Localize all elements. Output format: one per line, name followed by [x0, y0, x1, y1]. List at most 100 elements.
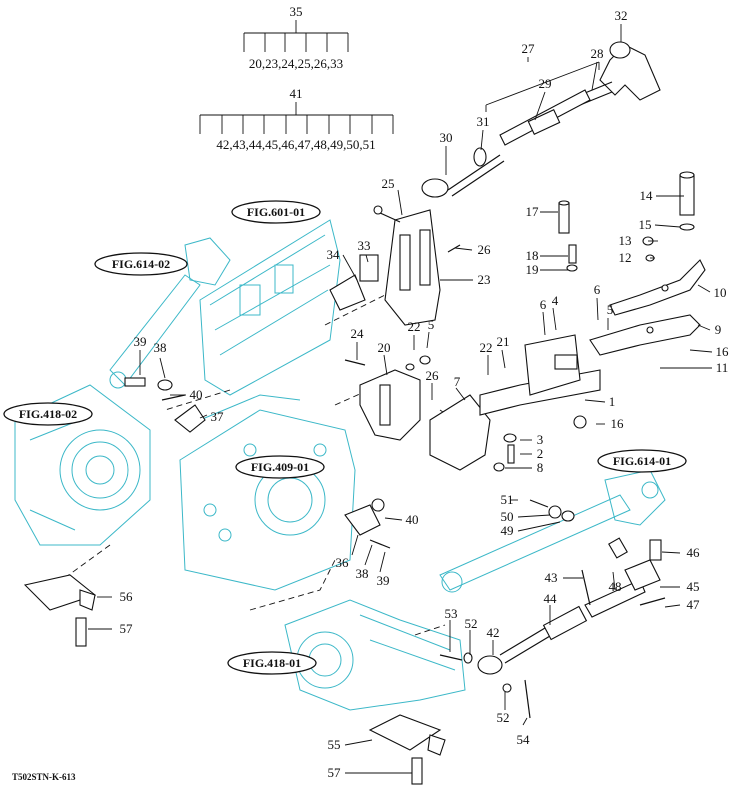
- callout-46[interactable]: 46: [687, 545, 701, 560]
- callout-37[interactable]: 37: [211, 409, 225, 424]
- callout-45[interactable]: 45: [687, 579, 700, 594]
- callout-24[interactable]: 24: [351, 326, 365, 341]
- callout-56[interactable]: 56: [120, 589, 134, 604]
- callout-52b[interactable]: 52: [497, 710, 510, 725]
- callout-47[interactable]: 47: [687, 597, 701, 612]
- callout-4[interactable]: 4: [552, 293, 559, 308]
- ref-fig-418-02[interactable]: FIG.418-02: [3, 402, 93, 426]
- callout-14[interactable]: 14: [640, 188, 654, 203]
- ref-fig-614-02[interactable]: FIG.614-02: [94, 252, 188, 276]
- lift-arm-37: [124, 377, 206, 433]
- callout-36[interactable]: 36: [336, 555, 350, 570]
- svg-text:FIG.614-02: FIG.614-02: [112, 257, 170, 271]
- callout-39a[interactable]: 39: [134, 334, 147, 349]
- ref-fig-614-01[interactable]: FIG.614-01: [597, 449, 687, 473]
- callout-31[interactable]: 31: [477, 114, 490, 129]
- callout-26a[interactable]: 26: [478, 242, 492, 257]
- callout-57b[interactable]: 57: [328, 765, 342, 780]
- callout-51[interactable]: 51: [501, 492, 514, 507]
- callout-29[interactable]: 29: [539, 76, 552, 91]
- fasteners-2-3-8: [493, 433, 517, 472]
- group-35-members: 20,23,24,25,26,33: [249, 56, 343, 71]
- callout-52a[interactable]: 52: [465, 616, 478, 631]
- ref-fig-601-01[interactable]: FIG.601-01: [231, 200, 321, 224]
- callout-3[interactable]: 3: [537, 432, 544, 447]
- ref-fig-418-01[interactable]: FIG.418-01: [227, 651, 317, 675]
- alignment-lines: [54, 289, 471, 636]
- callout-39b[interactable]: 39: [377, 573, 390, 588]
- callout-55[interactable]: 55: [328, 737, 341, 752]
- lift-arm-36: [344, 498, 391, 549]
- group-41-bracket: 41 42,43,44,45,46,47,48,49,50,51: [199, 86, 394, 152]
- callout-54[interactable]: 54: [517, 732, 531, 747]
- callout-12[interactable]: 12: [619, 250, 632, 265]
- callout-57a[interactable]: 57: [120, 621, 134, 636]
- group-35-bracket: 35 20,23,24,25,26,33: [243, 4, 349, 71]
- group-27-label: 27: [522, 41, 536, 56]
- plate-9: [589, 314, 701, 356]
- callout-40b[interactable]: 40: [406, 512, 419, 527]
- callout-6b[interactable]: 6: [594, 282, 601, 297]
- callout-44[interactable]: 44: [544, 591, 558, 606]
- callout-1[interactable]: 1: [609, 394, 616, 409]
- callout-34[interactable]: 34: [327, 247, 341, 262]
- callout-38a[interactable]: 38: [154, 340, 167, 355]
- callout-25[interactable]: 25: [382, 176, 395, 191]
- callout-23[interactable]: 23: [478, 272, 491, 287]
- group-41-members: 42,43,44,45,46,47,48,49,50,51: [216, 137, 375, 152]
- guard-7: [429, 394, 491, 471]
- callout-33[interactable]: 33: [358, 238, 371, 253]
- callout-6a[interactable]: 6: [540, 297, 547, 312]
- plate-10: [609, 259, 706, 316]
- callout-43[interactable]: 43: [545, 570, 558, 585]
- top-link-assembly: [421, 41, 661, 198]
- callout-50[interactable]: 50: [501, 509, 514, 524]
- callout-40a[interactable]: 40: [190, 387, 203, 402]
- svg-text:FIG.418-02: FIG.418-02: [19, 407, 77, 421]
- callout-16a[interactable]: 16: [716, 344, 730, 359]
- svg-text:FIG.418-01: FIG.418-01: [243, 656, 301, 670]
- callout-7[interactable]: 7: [454, 374, 461, 389]
- callout-42[interactable]: 42: [487, 625, 500, 640]
- callout-22b[interactable]: 22: [480, 340, 493, 355]
- callout-49[interactable]: 49: [501, 523, 514, 538]
- hydraulic-housing-601: [109, 219, 341, 396]
- callout-2[interactable]: 2: [537, 446, 544, 461]
- callout-16b[interactable]: 16: [611, 416, 625, 431]
- callout-38b[interactable]: 38: [356, 566, 369, 581]
- callout-8[interactable]: 8: [537, 460, 544, 475]
- callout-48[interactable]: 48: [609, 579, 622, 594]
- callout-9[interactable]: 9: [715, 322, 722, 337]
- check-link-44: [439, 537, 666, 719]
- callout-20[interactable]: 20: [378, 340, 391, 355]
- callout-53[interactable]: 53: [445, 606, 458, 621]
- callout-11[interactable]: 11: [716, 360, 729, 375]
- callout-32[interactable]: 32: [615, 8, 628, 23]
- callout-26b[interactable]: 26: [426, 368, 440, 383]
- plate-55: [368, 714, 446, 785]
- callout-15[interactable]: 15: [639, 217, 652, 232]
- svg-text:FIG.409-01: FIG.409-01: [251, 460, 309, 474]
- callout-5a[interactable]: 5: [607, 302, 614, 317]
- callout-10[interactable]: 10: [714, 285, 727, 300]
- pin-17: [558, 200, 578, 272]
- ref-fig-409-01[interactable]: FIG.409-01: [235, 455, 325, 479]
- callout-22a[interactable]: 22: [408, 319, 421, 334]
- callout-13[interactable]: 13: [619, 233, 632, 248]
- callout-18[interactable]: 18: [526, 248, 539, 263]
- svg-text:FIG.614-01: FIG.614-01: [613, 454, 671, 468]
- callout-21[interactable]: 21: [497, 334, 510, 349]
- callout-28[interactable]: 28: [591, 46, 604, 61]
- callout-30[interactable]: 30: [440, 130, 453, 145]
- hardware-49-51: [529, 499, 575, 522]
- callout-19[interactable]: 19: [526, 262, 539, 277]
- leader-lines: [88, 24, 713, 774]
- rear-axle-housing-418-01: [284, 599, 466, 711]
- group-41-label: 41: [290, 86, 303, 101]
- bracket-1: [479, 334, 601, 429]
- callout-17[interactable]: 17: [526, 204, 540, 219]
- callout-5b[interactable]: 5: [428, 317, 435, 332]
- group-35-label: 35: [290, 4, 303, 19]
